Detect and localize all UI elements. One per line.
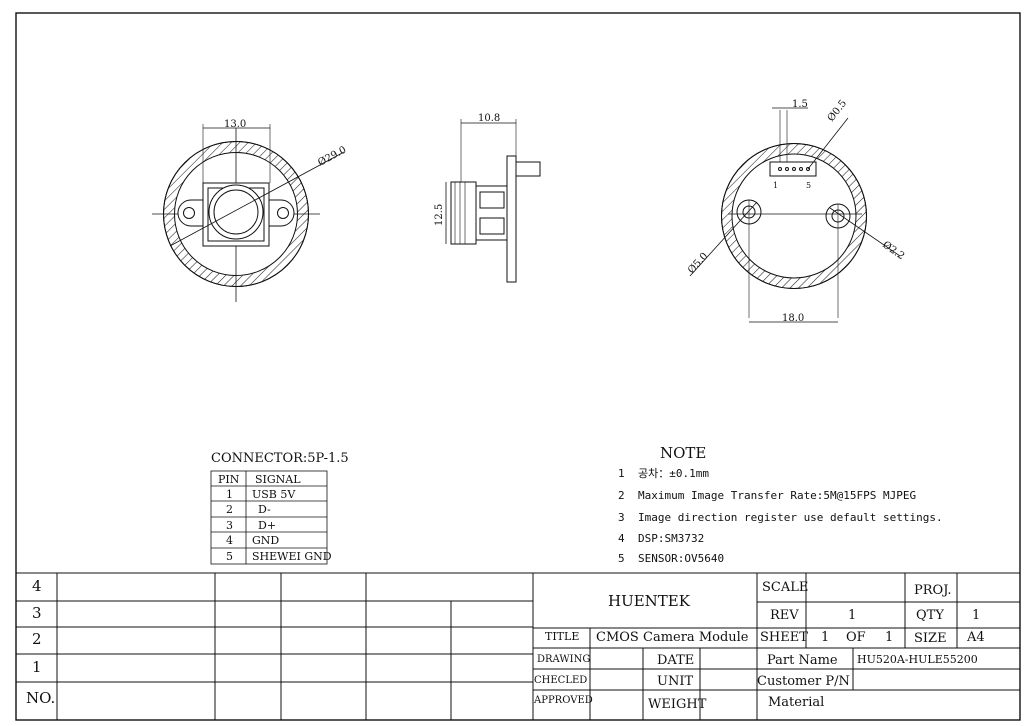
approved-label: APPROVED [534, 695, 593, 706]
rear-view [689, 107, 901, 323]
note-num: 3 [618, 511, 625, 524]
rev-value: 1 [848, 608, 857, 623]
note-text: SENSOR:OV5640 [638, 552, 725, 565]
connector-table-grid [210, 470, 328, 565]
rear-outer-edge [721, 143, 867, 289]
connector-header-signal: SIGNAL [255, 473, 301, 486]
rear-small-hole-dim: Ø0.5 [826, 98, 850, 124]
part-name-label: Part Name [767, 653, 838, 668]
unit-label: UNIT [657, 674, 694, 689]
front-mount-hole-right [277, 207, 289, 219]
connector-row-signal: D+ [258, 519, 277, 532]
drawing-label: DRAWING [537, 654, 591, 665]
rear-pin-first-label: 1 [773, 181, 778, 190]
rear-pin-last-label: 5 [806, 181, 811, 190]
side-connector [515, 161, 541, 177]
side-holder-lower [479, 217, 505, 235]
customer-pn-label: Customer P/N [757, 674, 850, 689]
sheet-of: OF [846, 630, 866, 645]
front-view [152, 124, 345, 302]
side-height-dim: 12.5 [434, 204, 445, 226]
rear-pin-4 [799, 167, 803, 171]
side-pcb [506, 155, 517, 283]
part-name-value: HU520A-HULE55200 [857, 653, 978, 666]
revision-no-label: NO. [26, 689, 56, 707]
rear-hole-dia-dim: Ø5.0 [686, 251, 710, 276]
connector-row-signal: D- [258, 503, 271, 516]
connector-row-pin: 2 [226, 503, 233, 516]
note-text: Image direction register use default set… [638, 511, 943, 524]
revision-row-label: 3 [32, 604, 42, 622]
rear-pitch-dim: 1.5 [792, 99, 808, 110]
title-block-grid [16, 572, 1020, 720]
connector-row-signal: SHEWEI GND [252, 550, 332, 563]
title-value-part: CMOS [596, 630, 639, 645]
rear-span-dim: 18.0 [782, 313, 804, 324]
qty-value: 1 [972, 608, 981, 623]
side-holder-upper [479, 191, 505, 209]
sheet-total: 1 [885, 630, 894, 645]
rear-pin-1 [778, 167, 782, 171]
title-value-part: Camera Module [643, 630, 749, 645]
note-text: Maximum Image Transfer Rate:5M@15FPS MJP… [638, 489, 917, 502]
rear-mount-dia-leader [829, 207, 901, 257]
rear-hole-dia-leader [689, 201, 758, 277]
connector-row-pin: 1 [226, 488, 233, 501]
checked-label: CHECLED [534, 675, 588, 686]
connector-row-pin: 4 [226, 534, 233, 547]
qty-label: QTY [916, 608, 944, 623]
front-mount-hole-left [183, 207, 195, 219]
rear-pin-5 [806, 167, 810, 171]
rear-mount-dia-dim: Ø2.2 [880, 239, 906, 262]
proj-label: PROJ. [914, 583, 952, 598]
weight-label: WEIGHT [648, 697, 707, 712]
scale-label: SCALE [762, 580, 809, 595]
connector-header-pin: PIN [218, 473, 240, 486]
connector-row-pin: 3 [226, 519, 233, 532]
front-lens-glass [213, 189, 259, 235]
rev-label: REV [770, 608, 799, 623]
connector-title: CONNECTOR:5P-1.5 [211, 451, 349, 466]
size-label: SIZE [914, 631, 947, 646]
material-label: Material [768, 695, 825, 710]
size-value: A4 [967, 630, 985, 645]
connector-row-pin: 5 [226, 550, 233, 563]
note-text: 공차：±0.1mm [638, 467, 709, 480]
title-label: TITLE [545, 630, 580, 643]
front-width-dim: 13.0 [224, 119, 246, 130]
rear-connector [769, 161, 817, 177]
note-title: NOTE [660, 444, 707, 462]
front-dia-leader [169, 151, 345, 247]
front-dia-dim: Ø29.0 [316, 145, 348, 169]
note-num: 1 [618, 467, 625, 480]
note-num: 5 [618, 552, 625, 565]
note-num: 2 [618, 489, 625, 502]
rear-pin-3 [792, 167, 796, 171]
connector-row-signal: USB 5V [252, 488, 296, 501]
connector-row-signal: GND [252, 534, 280, 547]
rear-inner-circle [731, 153, 857, 279]
side-view [445, 119, 541, 283]
side-lens-holder [475, 185, 508, 241]
rear-pin-2 [785, 167, 789, 171]
side-length-dim: 10.8 [478, 113, 500, 124]
sheet-border [15, 12, 1021, 721]
rear-small-hole-leader [807, 117, 849, 170]
sheet-label: SHEET [760, 630, 808, 645]
date-label: DATE [657, 653, 695, 668]
sheet-number: 1 [821, 630, 830, 645]
note-num: 4 [618, 532, 625, 545]
front-lens-barrel [208, 184, 264, 240]
company-name: HUENTEK [608, 592, 690, 610]
note-text: DSP:SM3732 [638, 532, 705, 545]
revision-row-label: 1 [32, 658, 42, 676]
revision-row-label: 2 [32, 630, 42, 648]
revision-row-label: 4 [32, 577, 42, 595]
